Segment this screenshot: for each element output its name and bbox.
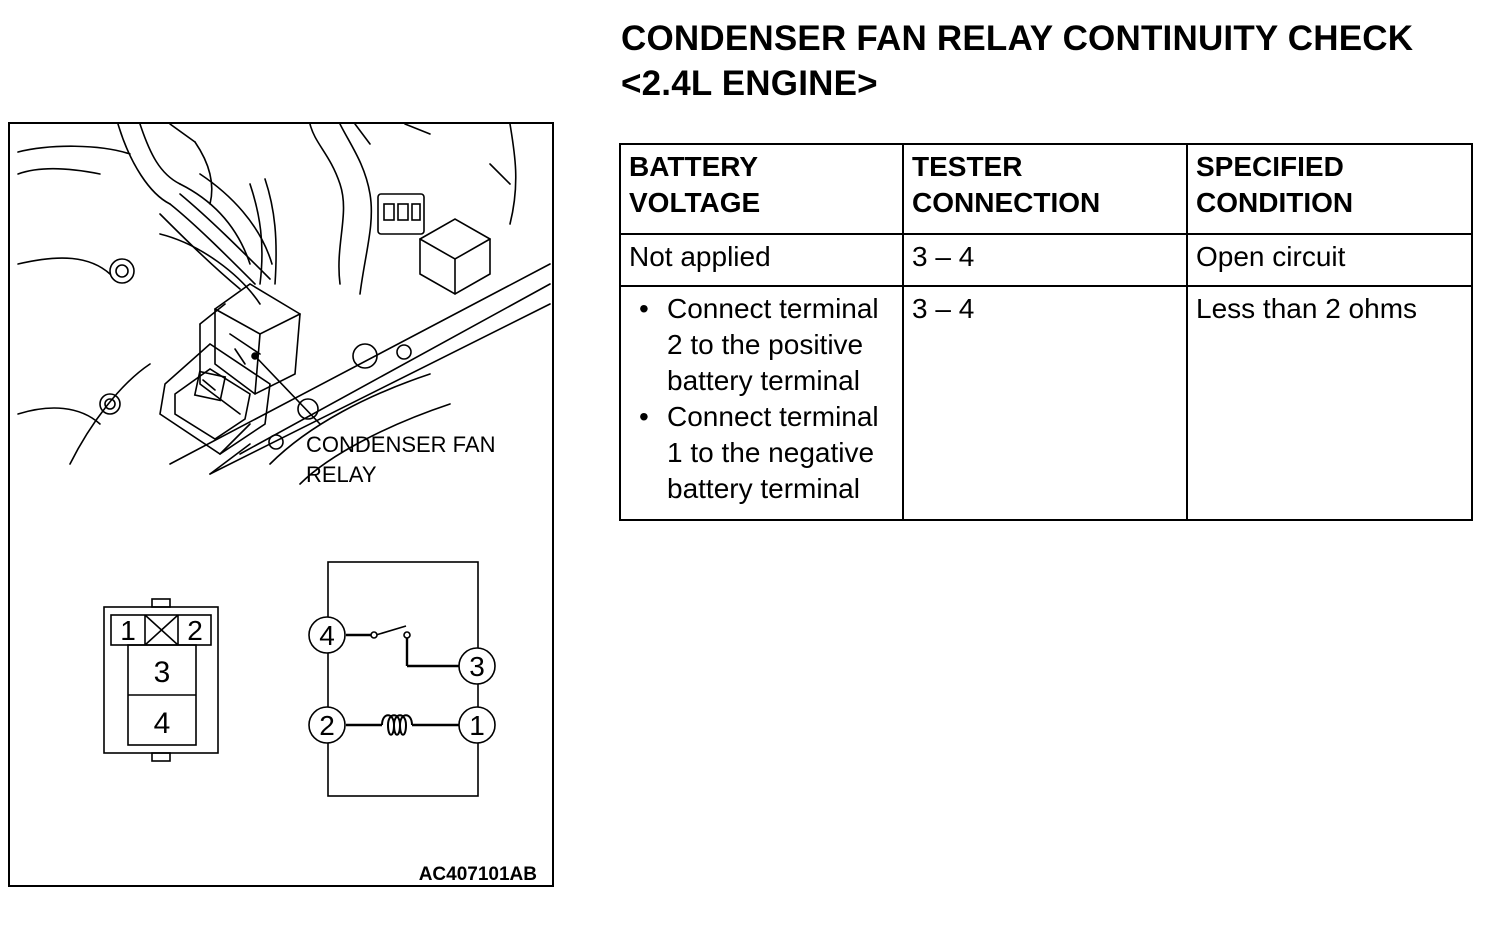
table-row: Not applied 3 – 4 Open circuit [619, 233, 1473, 287]
header-line: VOLTAGE [629, 187, 761, 218]
header-line: SPECIFIED [1196, 151, 1344, 182]
page-title-line1: CONDENSER FAN RELAY CONTINUITY CHECK [621, 19, 1414, 58]
header-line: TESTER [912, 151, 1023, 182]
connector-face-diagram [103, 598, 219, 762]
relay-location-figure: CONDENSER FAN RELAY 1 2 3 4 [8, 122, 554, 887]
table-header-row: BATTERY VOLTAGE TESTER CONNECTION SPECIF… [619, 143, 1473, 235]
relay-illustration: CONDENSER FAN RELAY 1 2 3 4 [17, 124, 551, 885]
connector-terminal-1: 1 [120, 615, 136, 646]
figure-code: AC407101AB [419, 864, 537, 885]
header-line: CONDITION [1196, 187, 1354, 218]
page-title: CONDENSER FAN RELAY CONTINUITY CHECK <2.… [621, 16, 1413, 106]
header-tester-connection: TESTER CONNECTION [902, 143, 1188, 235]
list-item: Connect terminal 2 to the positive batte… [629, 291, 894, 399]
header-line: CONNECTION [912, 187, 1101, 218]
schematic-terminal-2: 2 [319, 710, 335, 741]
cell-tester-connection: 3 – 4 [902, 233, 1188, 287]
cell-specified-condition: Less than 2 ohms [1186, 285, 1473, 521]
schematic-terminal-3: 3 [469, 651, 485, 682]
schematic-terminal-4: 4 [319, 620, 335, 651]
bullet-list: Connect terminal 2 to the positive batte… [629, 291, 894, 507]
cell-specified-condition: Open circuit [1186, 233, 1473, 287]
header-battery-voltage: BATTERY VOLTAGE [619, 143, 904, 235]
relay-schematic [308, 561, 496, 797]
table-row: Connect terminal 2 to the positive batte… [619, 285, 1473, 521]
cell-tester-connection: 3 – 4 [902, 285, 1188, 521]
continuity-check-table: BATTERY VOLTAGE TESTER CONNECTION SPECIF… [619, 143, 1473, 521]
callout-label-line2: RELAY [306, 462, 377, 487]
cell-battery-voltage: Connect terminal 2 to the positive batte… [619, 285, 904, 521]
connector-terminal-4: 4 [154, 707, 171, 740]
list-item: Connect terminal 1 to the negative batte… [629, 399, 894, 507]
callout-label-line1: CONDENSER FAN [306, 432, 495, 457]
cell-battery-voltage: Not applied [619, 233, 904, 287]
connector-terminal-2: 2 [187, 615, 203, 646]
schematic-terminal-1: 1 [469, 710, 485, 741]
header-specified-condition: SPECIFIED CONDITION [1186, 143, 1473, 235]
header-line: BATTERY [629, 151, 759, 182]
connector-terminal-3: 3 [154, 656, 171, 689]
page-title-line2: <2.4L ENGINE> [621, 64, 878, 103]
